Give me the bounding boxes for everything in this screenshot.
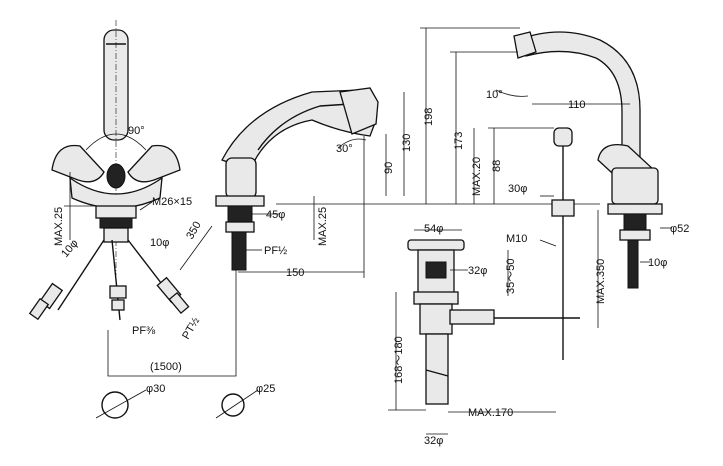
- drain-54-label: 54φ: [424, 223, 443, 235]
- lift-rod-housing: [449, 309, 495, 325]
- spout-tip: [513, 31, 537, 59]
- threaded-shank: [99, 217, 133, 229]
- h-90-label: 90: [383, 162, 395, 174]
- hole-25: [221, 393, 245, 417]
- drain-assembly-view: 54φ M10 32φ 35～50 168～180 MAX.170 32φ: [388, 223, 580, 447]
- hole-right-label: φ25: [256, 383, 275, 395]
- right-handle: [127, 144, 181, 183]
- center-knob: [106, 163, 126, 189]
- max-350-label: MAX.350: [595, 259, 607, 304]
- hole-30: [101, 391, 129, 419]
- middle-spout-view: 45φ MAX.25 PF½ 150 30° 90 130: [215, 87, 600, 279]
- pf-left-label: PF⅜: [132, 325, 156, 337]
- m10-label: M10: [506, 233, 527, 245]
- max-20-label: MAX.20: [471, 157, 483, 196]
- mount-max-mid-label: MAX.25: [317, 207, 329, 246]
- drain-pipe: [425, 333, 449, 405]
- right-hose-10-label: 10φ: [648, 257, 667, 269]
- drain-tailpiece: [419, 303, 453, 335]
- hose-total-dim: [107, 236, 237, 377]
- max-170-label: MAX.170: [468, 407, 513, 419]
- pop-up-knob: [553, 127, 573, 147]
- mounting-nut: [95, 205, 137, 219]
- base-flange: [215, 195, 265, 207]
- range-168-180-label: 168～180: [393, 336, 405, 384]
- nut-thread-label: M26×15: [152, 196, 192, 208]
- drain-stopper: [425, 261, 447, 279]
- hose-length-350-label: 350: [184, 220, 204, 242]
- reach-150-label: 150: [286, 267, 304, 279]
- right-hose-fitting: [156, 276, 190, 315]
- hole-left-label: φ30: [146, 383, 165, 395]
- center-hose-fitting: [109, 285, 127, 311]
- lever-body: [611, 167, 659, 205]
- spout-10-label: 10°: [486, 89, 503, 101]
- left-hose: [57, 239, 105, 311]
- handle-angle-label: 90°: [128, 125, 145, 137]
- right-hose-dia-label: 10φ: [150, 237, 169, 249]
- dia-52-label: φ52: [670, 223, 689, 235]
- pt-right-label: PT½: [180, 315, 202, 341]
- hose-total-label: (1500): [150, 361, 182, 373]
- spray-head: [339, 87, 379, 135]
- rod-nut: [551, 199, 575, 217]
- h-198-label: 198: [423, 108, 435, 126]
- h-173-label: 173: [453, 132, 465, 150]
- mixer-body: [69, 176, 163, 209]
- left-mixer-view: 90° MAX.25 M26×15 10φ: [28, 20, 275, 419]
- reach-110-label: 110: [568, 99, 586, 111]
- right-hose-pipe: [627, 239, 639, 289]
- spout-30-label: 30°: [336, 143, 353, 155]
- pf-half-label: PF½: [264, 245, 287, 257]
- vertical-spout: [103, 29, 129, 141]
- right-mixer-view: 198 173 MAX.20 88 10° 110 30φ φ52 MAX.35…: [420, 27, 689, 360]
- h-88-label: 88: [491, 160, 503, 172]
- drain-32-label: 32φ: [468, 265, 487, 277]
- left-handle: [51, 144, 105, 183]
- rod-30-label: 30φ: [508, 183, 527, 195]
- handle-angle-arc: [85, 133, 147, 151]
- drain-nut: [413, 291, 459, 305]
- tail-32-label: 32φ: [424, 435, 443, 447]
- spout-neck: [225, 157, 257, 199]
- mount-max-left-label: MAX.25: [53, 207, 65, 246]
- h-130-label: 130: [401, 134, 413, 152]
- range-35-50-label: 35～50: [505, 259, 517, 294]
- drain-flange: [407, 239, 465, 251]
- shank-45-label: 45φ: [266, 209, 285, 221]
- left-hose-fitting: [28, 282, 64, 321]
- middle-pipe: [231, 231, 247, 271]
- right-base-flange: [607, 203, 663, 215]
